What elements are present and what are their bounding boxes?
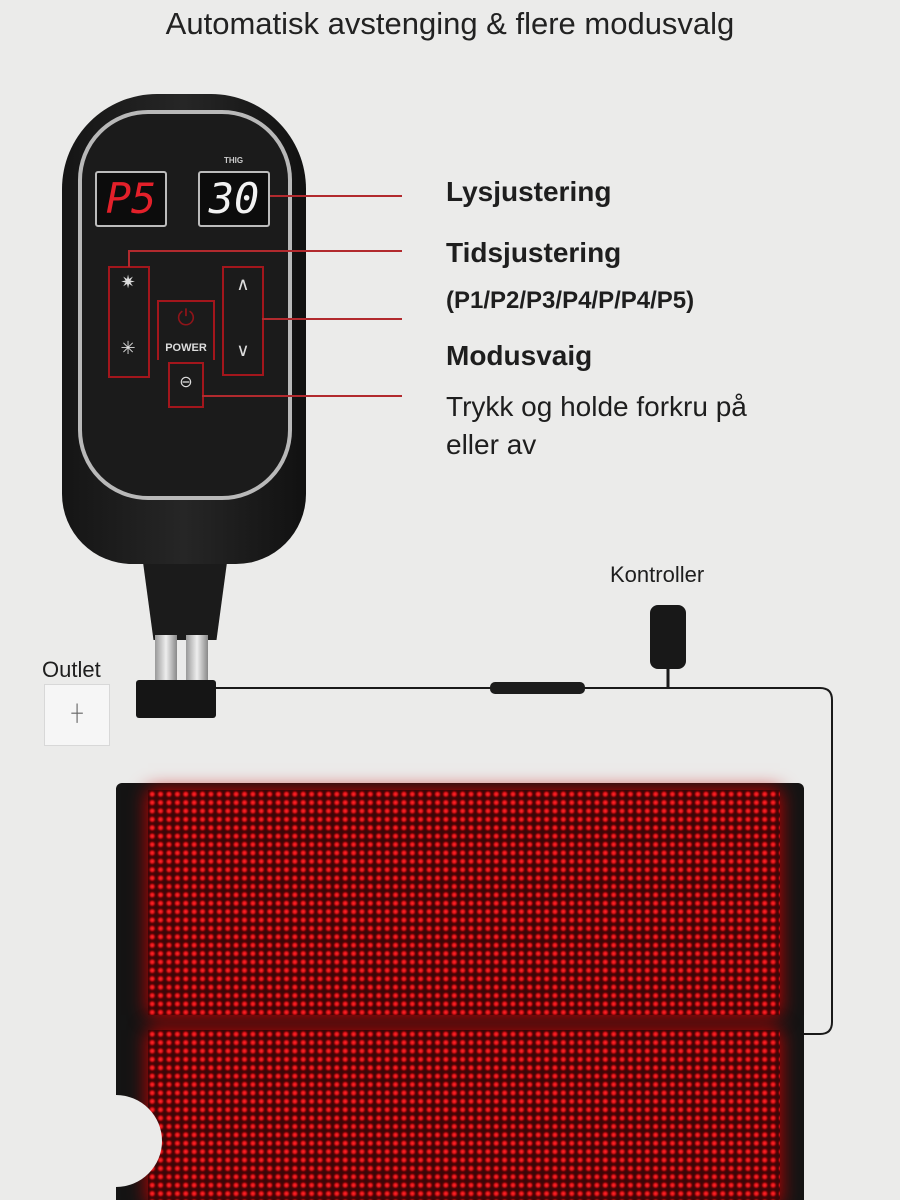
- outlet-icon: ┼: [44, 684, 110, 746]
- cable: [155, 635, 177, 683]
- time-up-button[interactable]: ∧: [224, 274, 262, 295]
- led-array-bottom: [148, 1030, 780, 1200]
- brightness-up-button[interactable]: ✷: [110, 272, 146, 293]
- timer-display: 30: [198, 171, 270, 227]
- snowflake-icon: ✳: [120, 338, 136, 358]
- label-mode-select: Modusvaig: [446, 340, 593, 371]
- callout-line: [128, 250, 130, 267]
- outlet-label: Outlet: [42, 657, 101, 682]
- controller-label: Kontroller: [610, 562, 705, 587]
- panel-notch: [70, 1095, 162, 1187]
- cable-connector: [490, 682, 585, 694]
- chevron-down-icon: ∨: [236, 340, 250, 360]
- power-label: POWER: [165, 342, 207, 354]
- power-adapter: [136, 680, 216, 718]
- display-label: THIG: [224, 156, 244, 165]
- cable: [186, 635, 208, 683]
- callout-line: [262, 318, 402, 320]
- label-time: Tidsjustering: [446, 237, 622, 268]
- label-hold: Trykk og holde forkru på eller av: [446, 391, 747, 460]
- power-icon: ⏻: [177, 305, 195, 330]
- mode-button[interactable]: [168, 362, 204, 408]
- callout-line: [128, 250, 402, 252]
- power-button[interactable]: [157, 300, 215, 360]
- sun-icon: ✷: [120, 272, 136, 292]
- mode-display: P5: [95, 171, 167, 227]
- page-title: Automatisk avstenging & flere modusvalg: [165, 6, 735, 41]
- label-light: Lysjustering: [446, 176, 612, 207]
- led-array-top: [148, 790, 780, 1015]
- brightness-buttons: [108, 266, 150, 378]
- brightness-down-button[interactable]: ✳: [110, 338, 146, 359]
- time-buttons: [222, 266, 264, 376]
- time-down-button[interactable]: ∨: [224, 340, 262, 361]
- chevron-up-icon: ∧: [236, 274, 250, 294]
- callout-line: [270, 195, 402, 197]
- callout-line: [202, 395, 402, 397]
- mode-icon: ⊖: [179, 374, 193, 391]
- small-controller: [650, 605, 686, 669]
- label-modes: (P1/P2/P3/P4/P/P4/P5): [446, 287, 695, 314]
